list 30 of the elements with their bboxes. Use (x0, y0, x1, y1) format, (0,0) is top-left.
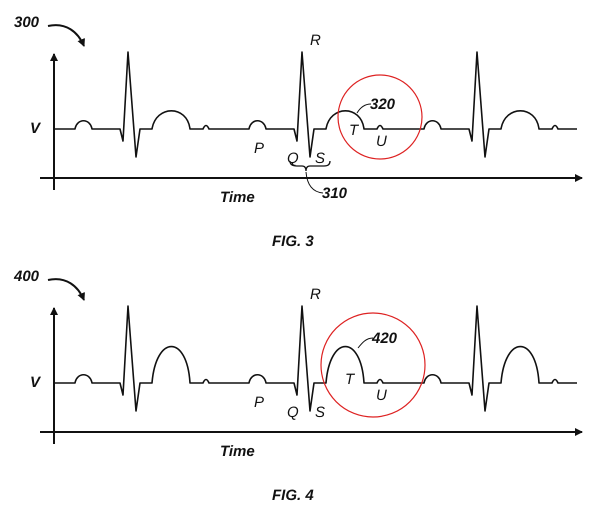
ecg-waveform (54, 305, 577, 418)
arrow (48, 24, 85, 47)
reference-numeral: 300 (14, 14, 40, 31)
ecg-waveform (54, 51, 577, 172)
axis-label: V (30, 375, 40, 391)
arrow (48, 278, 85, 301)
reference-numeral: 320 (370, 96, 396, 113)
figure-caption: FIG. 4 (272, 488, 314, 504)
leader-line (358, 338, 374, 348)
wave-label: R (310, 287, 321, 303)
reference-numeral: 310 (322, 185, 348, 202)
axis-label: Time (220, 444, 255, 460)
wave-label: T (349, 123, 358, 139)
wave-label: S (315, 405, 326, 421)
wave-label: P (254, 395, 264, 411)
wave-label: U (376, 388, 387, 404)
wave-label: P (254, 141, 264, 157)
reference-numeral: 400 (14, 268, 40, 285)
wave-label: T (345, 372, 354, 388)
highlight-circle (337, 74, 423, 160)
axis-label: Time (220, 190, 255, 206)
leader-line (356, 104, 372, 114)
reference-numeral: 420 (372, 330, 398, 347)
wave-label: Q (287, 405, 299, 421)
axis-label: V (30, 121, 40, 137)
leader-line (306, 172, 324, 194)
wave-label: S (315, 151, 326, 167)
wave-label: R (310, 33, 321, 49)
figure-caption: FIG. 3 (272, 234, 314, 250)
wave-label: U (376, 134, 387, 150)
